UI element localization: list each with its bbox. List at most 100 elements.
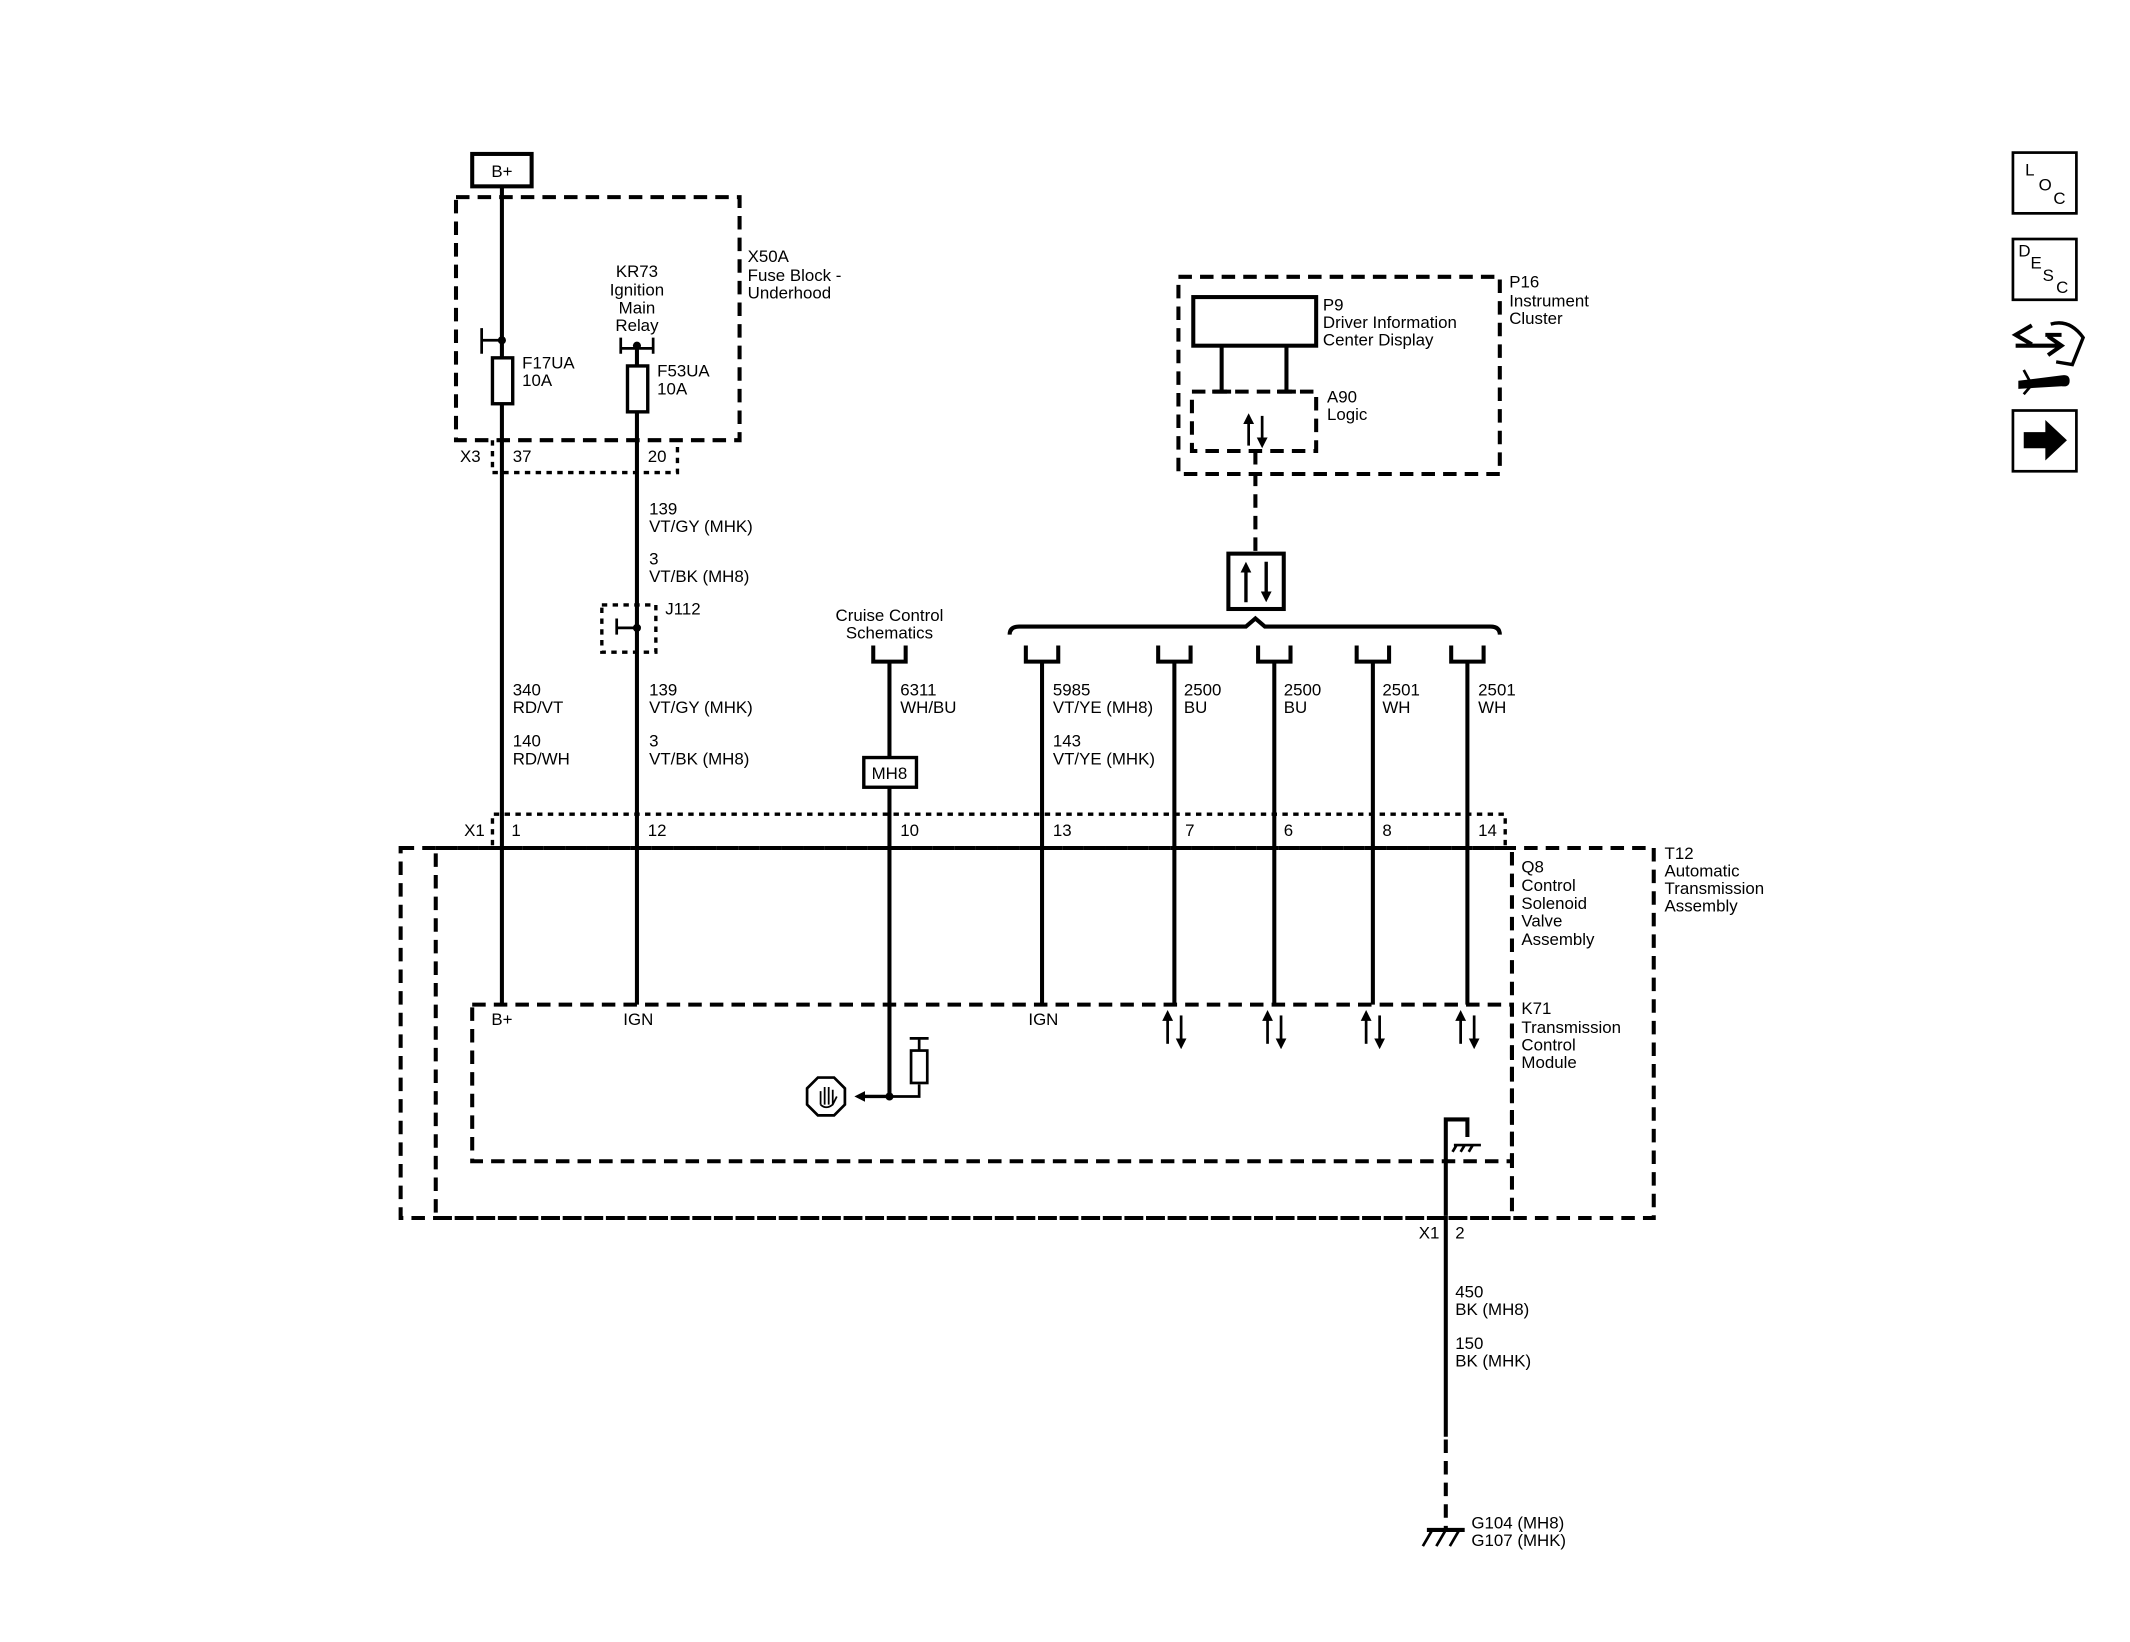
cluster-outline (1176, 274, 1502, 476)
bplus-circuit-1: 340 (513, 680, 541, 699)
solenoid-label-1: Q8 (1521, 857, 1544, 876)
fuse-block-label-1: X50A (748, 247, 790, 266)
display-label-3: Center Display (1323, 331, 1434, 350)
can4-connector (1449, 645, 1486, 664)
relay-label-1: KR73 (616, 262, 658, 281)
tcm-can-arrows (1162, 1010, 1480, 1050)
x1-pin-7: 7 (1185, 821, 1194, 840)
tcm-outline (470, 1002, 1514, 1164)
svg-text:S: S (2043, 266, 2054, 285)
option-mh8-box: MH8 (862, 755, 919, 789)
svg-text:L: L (2025, 161, 2034, 180)
can2-circuit: 2500 (1284, 680, 1322, 699)
cluster-label-1: P16 (1509, 273, 1539, 292)
fuse-f53ua-label-1: F53UA (657, 362, 710, 381)
stop-hand-icon (805, 1076, 847, 1117)
ground-connector-label: X1 (1419, 1223, 1440, 1242)
display-p9 (1191, 295, 1319, 348)
ign-lower-color-2: VT/BK (MH8) (649, 749, 749, 768)
cruise-color: WH/BU (900, 698, 956, 717)
ground-g104: G104 (1471, 1514, 1512, 1533)
assembly-label-3: Transmission (1665, 879, 1765, 898)
tcm-label-4: Module (1521, 1053, 1576, 1072)
tcm-pin-bplus: B+ (491, 1010, 512, 1029)
x3-connector-label: X3 (460, 447, 481, 466)
display-label-1: P9 (1323, 296, 1344, 315)
ground-pin-label: 2 (1455, 1223, 1464, 1242)
can3-connector (1354, 645, 1392, 664)
data-bus-brace (1007, 615, 1502, 635)
ground-color-2: BK (MHK) (1455, 1352, 1531, 1371)
assembly-label-2: Automatic (1665, 861, 1740, 880)
ign-upper-color-1: VT/GY (MHK) (649, 517, 753, 536)
svg-text:C: C (2053, 189, 2065, 208)
logic-label-1: A90 (1327, 387, 1357, 406)
next-arrow-button[interactable] (2011, 409, 2078, 473)
fuse-block-label-2: Fuse Block - (748, 266, 842, 285)
x1-pin-8: 8 (1382, 821, 1391, 840)
display-label-2: Driver Information (1323, 313, 1457, 332)
desc-button[interactable]: D E S C (2011, 237, 2078, 302)
fuse-block-label-3: Underhood (748, 283, 831, 302)
connector-wrench-icon[interactable] (2011, 321, 2086, 396)
can1-connector (1156, 645, 1193, 664)
cruise-circuit: 6311 (900, 680, 936, 699)
display-to-logic-wires (1212, 345, 1296, 394)
x1-pin-10: 10 (900, 821, 919, 840)
fuse-f17ua-label-2: 10A (522, 371, 553, 390)
ign-upper-circuit-2: 3 (649, 549, 658, 568)
tcm-pin-ign-1: IGN (623, 1010, 653, 1029)
assembly-label-4: Assembly (1665, 896, 1739, 915)
svg-text:D: D (2018, 242, 2030, 261)
relay-kr73 (619, 337, 655, 354)
cruise-title-1[interactable]: Cruise Control (836, 606, 944, 625)
fuse-block-outline (453, 195, 742, 443)
ground-g107: G107 (1471, 1531, 1512, 1550)
bplus-color-1: RD/VT (513, 698, 564, 717)
solenoid-label-2: Control (1521, 876, 1575, 895)
relay-label-2: Ignition (610, 281, 664, 300)
ign2-connector (1023, 645, 1061, 664)
x1-pin-6: 6 (1284, 821, 1293, 840)
svg-text:MH8: MH8 (872, 764, 908, 783)
ign2-circuit-1: 5985 (1053, 680, 1091, 699)
svg-text:O: O (2039, 175, 2052, 194)
fuse-f53ua-label-2: 10A (657, 379, 688, 398)
loc-button[interactable]: L O C (2011, 151, 2078, 215)
bplus-color-2: RD/WH (513, 749, 570, 768)
ground-circuit-2: 150 (1455, 1334, 1483, 1353)
x1-pin-14: 14 (1478, 821, 1497, 840)
relay-label-4: Relay (615, 316, 659, 335)
x1-connector-label: X1 (464, 821, 485, 840)
fuse-f17ua-label-1: F17UA (522, 354, 575, 373)
svg-text:E: E (2030, 254, 2041, 273)
serial-data-gateway (1226, 551, 1286, 612)
cruise-input-circuit (854, 1037, 929, 1102)
solenoid-label-5: Assembly (1521, 930, 1595, 949)
x1-pin-13: 13 (1053, 821, 1072, 840)
x1-pin-1: 1 (511, 821, 520, 840)
cruise-connector (871, 645, 908, 664)
ign-lower-circuit-2: 3 (649, 732, 658, 751)
splice-j112-outline (600, 603, 658, 654)
logic-label-2: Logic (1327, 405, 1367, 424)
bplus-circuit-2: 140 (513, 732, 541, 751)
ground-color-1: BK (MH8) (1455, 1300, 1529, 1319)
ign-upper-circuit-1: 139 (649, 499, 677, 518)
tcm-pin-ign-2: IGN (1028, 1010, 1058, 1029)
solenoid-label-3: Solenoid (1521, 894, 1587, 913)
ground-circuit-1: 450 (1455, 1283, 1483, 1302)
x1-pin-12: 12 (648, 821, 667, 840)
splice-j112-label: J112 (665, 599, 700, 618)
ground-g107-option: (MHK) (1517, 1531, 1566, 1550)
ign-upper-color-2: VT/BK (MH8) (649, 567, 749, 586)
svg-text:C: C (2056, 278, 2068, 297)
chassis-ground-symbol (1421, 1527, 1465, 1547)
can4-circuit: 2501 (1478, 680, 1516, 699)
ign-lower-color-1: VT/GY (MHK) (649, 698, 753, 717)
ign2-circuit-2: 143 (1053, 732, 1081, 751)
cruise-title-2[interactable]: Schematics (846, 624, 933, 643)
assembly-label-1: T12 (1665, 844, 1694, 863)
fuse-f17ua (480, 328, 515, 406)
can1-color: BU (1184, 698, 1207, 717)
